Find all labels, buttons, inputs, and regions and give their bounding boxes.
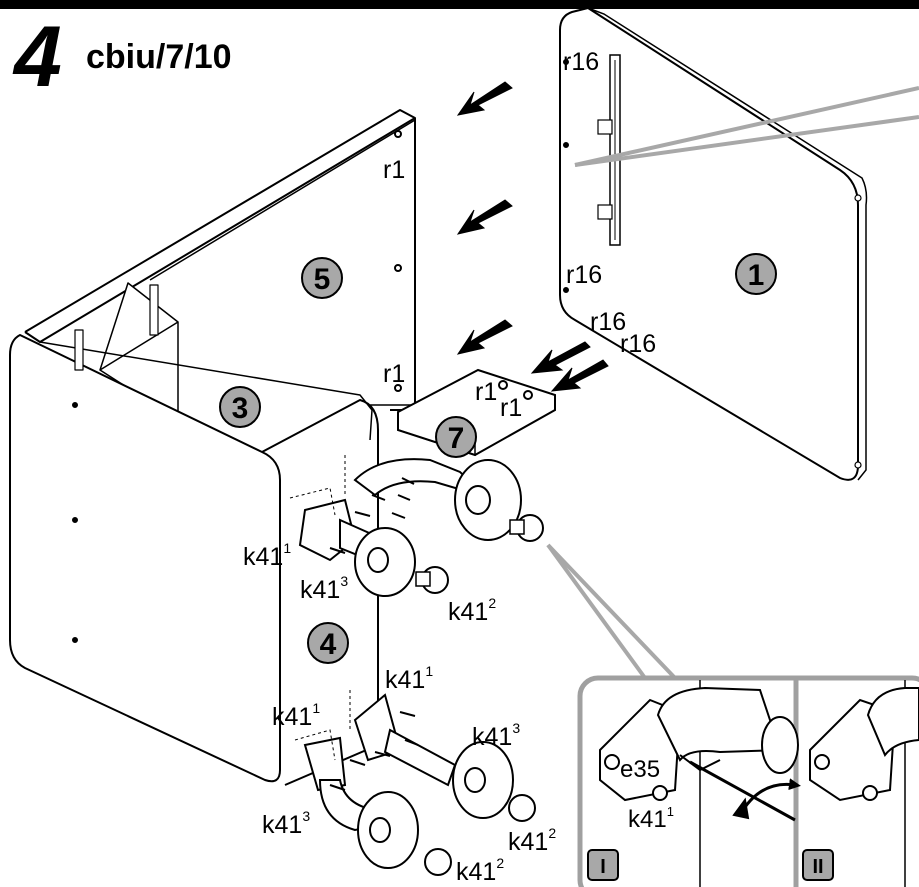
panel-badge-1-label: 1: [748, 259, 765, 292]
step-badge-i: I: [587, 849, 619, 881]
panel-badge-4-label: 4: [320, 628, 337, 661]
svg-text:k411: k411: [628, 804, 674, 833]
carcass: [9, 109, 416, 786]
label-k41-sup3-c: k413: [262, 808, 310, 839]
label-r16-b: r16: [566, 261, 602, 289]
detail-ii-drawing: [809, 680, 919, 887]
label-r1-a: r1: [383, 156, 405, 184]
label-r1-b: r1: [383, 360, 405, 388]
step-code: cbiu/7/10: [86, 38, 232, 76]
label-r1-c: r1: [475, 378, 497, 406]
label-r16-a: r16: [563, 48, 599, 76]
label-k41-sup3-b: k413: [472, 720, 520, 751]
detail-pointer: [546, 543, 677, 680]
svg-text:k413: k413: [472, 720, 520, 751]
panel-badges: 1 5 3 7 4: [219, 253, 777, 664]
upper-screws: [329, 477, 415, 554]
detail-inset: e35 k411 I II: [577, 675, 919, 887]
label-k41-sup2-a: k412: [448, 595, 496, 626]
label-k41-sup2-c: k412: [456, 855, 504, 886]
label-k41-sup1-c: k411: [272, 700, 320, 731]
svg-text:k412: k412: [508, 825, 556, 856]
panel-badge-5-label: 5: [314, 263, 331, 296]
label-e35: e35: [620, 756, 660, 783]
panel-badge-1: 1: [735, 253, 777, 295]
panel-badge-4: 4: [307, 622, 349, 664]
step-number: 4: [14, 9, 62, 105]
label-k41-sup3-a: k413: [300, 573, 348, 604]
top-rule: [0, 0, 919, 9]
step-badge-ii-label: II: [812, 856, 823, 878]
panel-badge-3: 3: [219, 386, 261, 428]
panel-badge-7: 7: [435, 416, 477, 458]
callout-lines: [574, 86, 919, 167]
lower-legs: [303, 693, 536, 876]
svg-text:k411: k411: [385, 663, 433, 694]
drill-guides: [289, 455, 351, 761]
upper-legs: [298, 458, 544, 597]
svg-text:k413: k413: [262, 808, 310, 839]
lower-screws: [329, 711, 419, 791]
step-badge-i-label: I: [600, 856, 606, 878]
part-labels: r16 r16 r16 r16 r1 r1 r1 r1 k411 k413 k4…: [243, 48, 656, 886]
label-r16-c: r16: [590, 308, 626, 336]
label-k41-sup1-a: k411: [243, 540, 291, 571]
insert-arrows: [456, 81, 609, 392]
panel-badge-7-label: 7: [448, 422, 465, 455]
svg-text:k411: k411: [272, 700, 320, 731]
side-panel-1: [559, 6, 868, 481]
label-k41-sup2-b: k412: [508, 825, 556, 856]
svg-text:k412: k412: [456, 855, 504, 886]
svg-text:k411: k411: [243, 540, 291, 571]
label-r16-d: r16: [620, 330, 656, 358]
step-badge-ii: II: [802, 849, 834, 881]
label-k41-sup1-b: k411: [385, 663, 433, 694]
label-r1-d: r1: [500, 394, 522, 422]
label-k41-detail: k411: [628, 804, 674, 833]
detail-i-drawing: [599, 680, 801, 887]
svg-text:k413: k413: [300, 573, 348, 604]
panel-badge-5: 5: [301, 257, 343, 299]
panel-badge-3-label: 3: [232, 392, 249, 425]
svg-text:k412: k412: [448, 595, 496, 626]
